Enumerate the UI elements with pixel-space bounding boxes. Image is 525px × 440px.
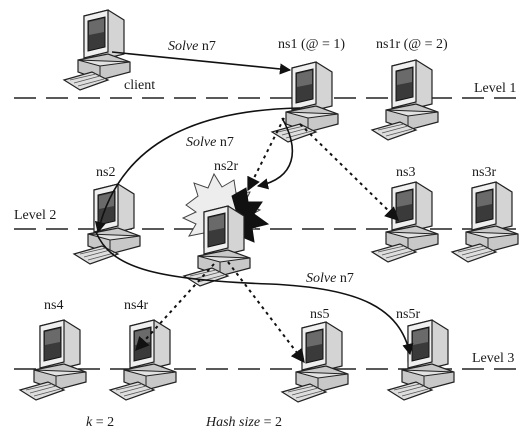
edge-client-ns1 bbox=[111, 51, 292, 75]
message-arg: n7 bbox=[216, 135, 234, 150]
edge-ns2r-ns4r-dotted bbox=[135, 263, 215, 352]
message-verb: Solve bbox=[306, 271, 336, 286]
ns5r-computer-icon bbox=[387, 319, 455, 401]
footer-k-value: = 2 bbox=[92, 415, 114, 430]
message-verb: Solve bbox=[186, 135, 216, 150]
message-label-2: Solve n7 bbox=[186, 135, 234, 150]
message-arg: n7 bbox=[336, 271, 354, 286]
node-label-ns3: ns3 bbox=[396, 165, 415, 180]
node-label-ns1r: ns1r (@ = 2) bbox=[376, 37, 448, 52]
footer-hash-name: Hash size bbox=[205, 415, 260, 430]
edge-ns2-ns5r bbox=[95, 231, 414, 356]
level-1-label: Level 1 bbox=[474, 81, 516, 96]
ns1r-computer-icon bbox=[371, 59, 439, 141]
node-label-ns4r: ns4r bbox=[124, 298, 148, 313]
ns4-computer-icon bbox=[19, 319, 87, 401]
message-verb: Solve bbox=[168, 39, 198, 54]
message-label-1: Solve n7 bbox=[168, 39, 216, 54]
footer-hash-value: = 2 bbox=[260, 415, 282, 430]
edge-ns1-ns3-dotted bbox=[299, 123, 400, 221]
ns3r-computer-icon bbox=[451, 181, 519, 263]
node-label-ns2: ns2 bbox=[96, 165, 115, 180]
client-computer-icon bbox=[63, 9, 131, 91]
level-2-label: Level 2 bbox=[14, 208, 56, 223]
ns4r-computer-icon bbox=[109, 319, 177, 401]
node-label-ns3r: ns3r bbox=[472, 165, 496, 180]
node-label-ns2r: ns2r bbox=[214, 159, 238, 174]
ns2-computer-icon bbox=[73, 183, 141, 265]
level-3-label: Level 3 bbox=[472, 351, 514, 366]
footer-k: k = 2 bbox=[86, 415, 114, 430]
node-label-ns4: ns4 bbox=[44, 298, 63, 313]
node-label-ns5r: ns5r bbox=[396, 307, 420, 322]
ns5-computer-icon bbox=[281, 321, 349, 403]
message-arg: n7 bbox=[198, 39, 216, 54]
edge-ns1-ns2r-curve bbox=[256, 117, 294, 190]
edge-ns2r-ns5-dotted bbox=[227, 261, 305, 364]
edge-ns1-ns2 bbox=[94, 107, 301, 234]
ns3-computer-icon bbox=[371, 181, 439, 263]
edge-ns1-ns2r-dotted bbox=[247, 117, 285, 192]
node-label-ns1: ns1 (@ = 1) bbox=[278, 37, 345, 52]
footer-k-name: k bbox=[86, 415, 93, 430]
node-label-ns5: ns5 bbox=[310, 307, 329, 322]
footer-hash-size: Hash size = 2 bbox=[205, 415, 282, 430]
message-label-3: Solve n7 bbox=[306, 271, 354, 286]
node-label-client: client bbox=[124, 78, 155, 93]
